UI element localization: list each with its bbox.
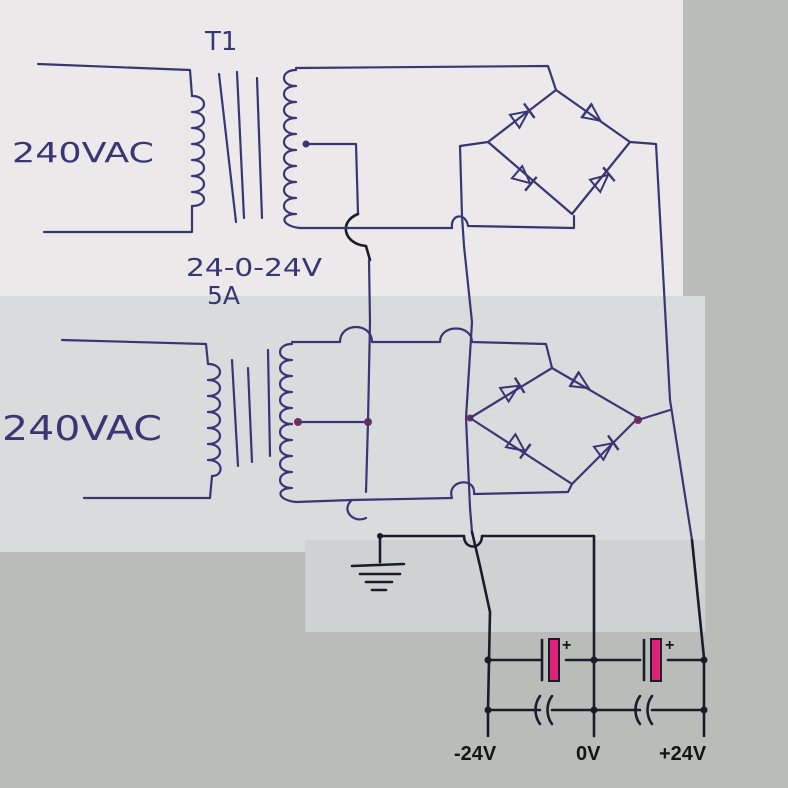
centre-vertical-wire (364, 320, 372, 494)
zero-rail-hop (462, 534, 596, 712)
lower-bottom-crossover-1 (346, 498, 368, 521)
upper-core-line-1 (217, 72, 238, 224)
upper-bridge-rectifier (458, 88, 672, 402)
electrolytic-capacitor-left (540, 638, 560, 682)
lower-bridge-diode-4 (592, 434, 620, 462)
transformer-label: T1 (204, 27, 237, 57)
output-label-negative: -24V (454, 743, 497, 765)
positive-rail-wire (668, 398, 694, 542)
upper-secondary-coil (282, 68, 302, 230)
upper-bridge-positive-wire (628, 140, 672, 402)
upper-primary-lead-top (36, 62, 194, 98)
upper-centre-crossover (344, 212, 372, 262)
lower-paper-sheet (0, 296, 705, 552)
cap-left-body (548, 638, 560, 682)
output-label-zero: 0V (576, 743, 601, 765)
lower-paper-extension (305, 540, 705, 632)
lower-bridge-diode-2 (568, 370, 591, 390)
ceramic-right-plate-1 (634, 694, 642, 726)
cap-right-body (650, 638, 662, 682)
upper-core-line-3 (255, 76, 264, 220)
lower-primary-lead-bottom (82, 474, 214, 500)
upper-bridge-diode-4 (588, 166, 616, 194)
ceramic-right-plate-2 (646, 694, 654, 726)
lower-core-line-2 (246, 366, 254, 464)
lower-secondary-coil (278, 342, 298, 504)
ground-bar-1 (350, 562, 406, 568)
upper-core-line-2 (235, 70, 246, 220)
node-zero-top (590, 656, 598, 664)
lower-bottom-wire-a (350, 496, 454, 502)
lower-secondary-bottom-wire (294, 498, 354, 504)
upper-bridge-diode-1 (508, 102, 536, 130)
upper-transformer (36, 62, 576, 324)
filter-network: + + (484, 637, 708, 738)
cap-right-polarity: + (665, 637, 674, 654)
electrolytic-capacitor-right (642, 638, 662, 682)
upper-negative-down-wire (460, 214, 474, 324)
node-neg-top (484, 656, 492, 664)
upper-secondary-top-wire (294, 64, 558, 92)
lower-primary-coil (206, 362, 222, 478)
node-pos-top (700, 656, 708, 664)
lower-bridge-outline (468, 366, 640, 486)
upper-bridge-negative-wire (458, 140, 490, 218)
ceramic-left-plate-1 (534, 694, 542, 726)
ceramic-left-plate-2 (546, 694, 554, 726)
upper-center-down-wire (367, 258, 372, 324)
lower-primary-label: 240VAC (2, 409, 162, 449)
lower-top-crossover-1 (338, 326, 442, 344)
lower-transformer (60, 320, 574, 534)
ground-symbol (350, 534, 406, 592)
ceramic-capacitor-left (534, 694, 554, 726)
lower-top-crossover-2 (438, 327, 554, 370)
lower-core-line-1 (230, 358, 240, 468)
negative-vertical-wire (464, 320, 474, 534)
upper-bridge-outline (486, 88, 632, 216)
output-label-positive: +24V (659, 743, 707, 765)
lower-bridge-diode-3 (504, 432, 532, 460)
upper-bridge-diode-2 (580, 102, 603, 123)
lower-primary-lead-top (60, 338, 210, 366)
upper-primary-coil (190, 94, 206, 208)
upper-center-tap-wire (304, 142, 360, 216)
lower-bridge-positive-wire (636, 408, 672, 422)
lower-core-line-3 (266, 348, 272, 458)
upper-bridge-diode-3 (510, 164, 538, 192)
upper-primary-lead-bottom (42, 204, 194, 234)
current-rating-label: 5A (207, 281, 240, 310)
lower-bottom-crossover-2 (450, 481, 574, 500)
lower-bridge-diode-1 (498, 376, 526, 404)
cap-left-polarity: + (562, 637, 571, 654)
upper-primary-label: 240VAC (12, 136, 154, 169)
ceramic-capacitor-right (634, 694, 654, 726)
secondary-rating-label: 24-0-24V (186, 253, 322, 282)
upper-paper-sheet (0, 0, 683, 298)
lower-bridge-rectifier (468, 366, 672, 486)
